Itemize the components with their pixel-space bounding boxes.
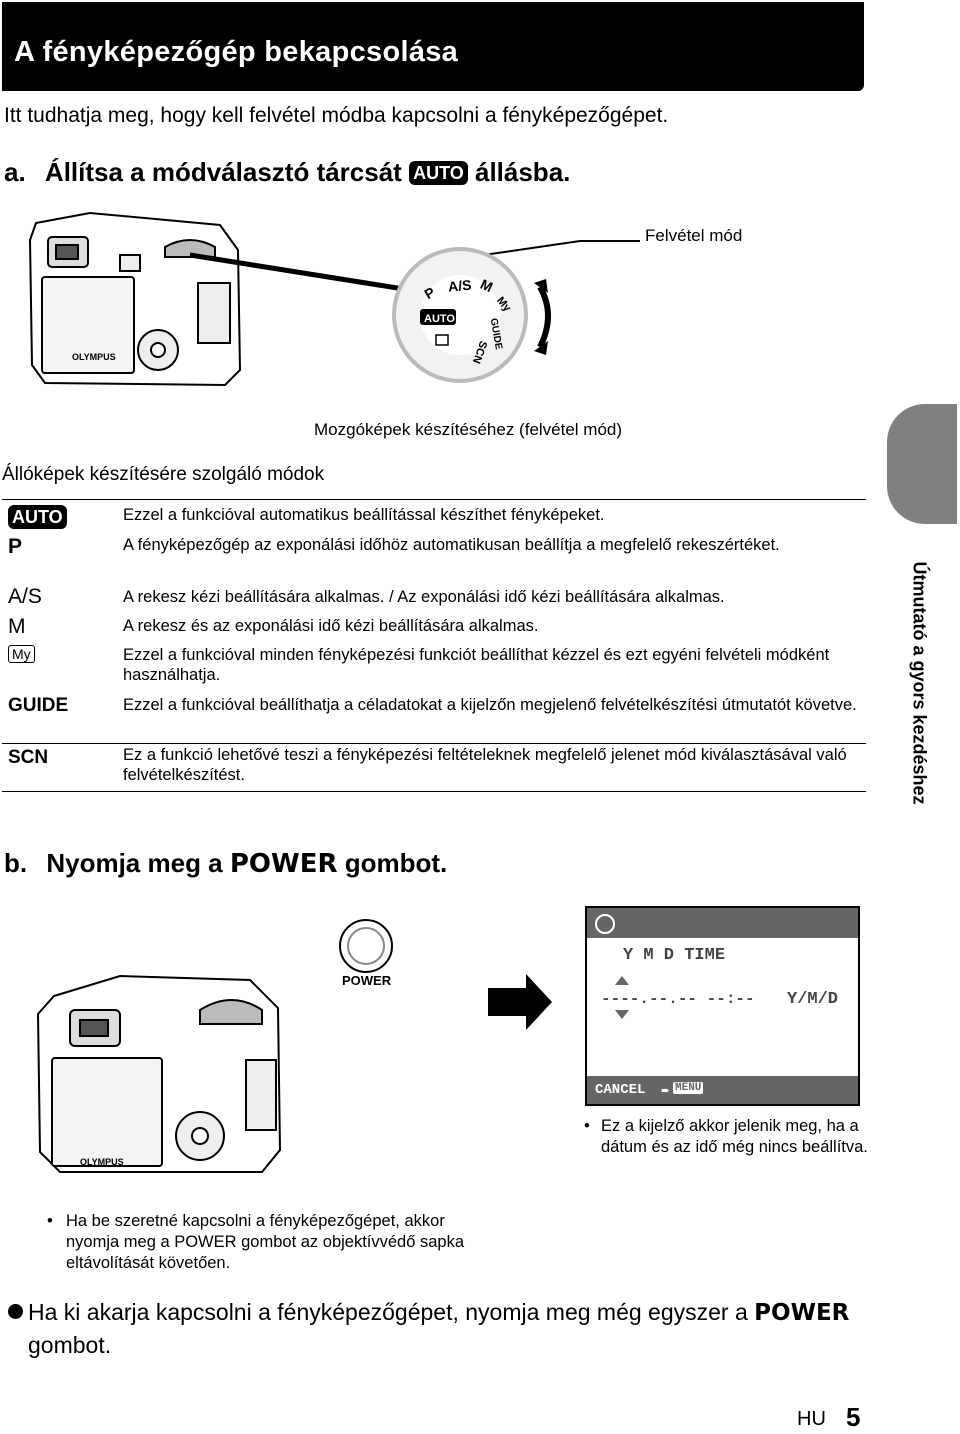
mode-desc-p: A fényképezőgép az exponálási időhöz aut…	[123, 536, 780, 554]
caption-shooting-mode: Felvétel mód	[645, 226, 743, 245]
footer-language: HU	[797, 1408, 826, 1430]
mode-desc-scn: Ez a funkció lehetővé teszi a fényképezé…	[123, 746, 847, 784]
table-rule-top	[2, 499, 866, 500]
mode-symbol-auto: AUTO	[8, 505, 67, 531]
lcd-menu-label: MENU	[673, 1082, 704, 1094]
mode-desc-auto: Ezzel a funkcióval automatikus beállítás…	[123, 506, 605, 524]
dial-leader-line	[189, 252, 411, 293]
cap-note: • Ha be szeretné kapcsolni a fényképezőg…	[47, 1212, 465, 1272]
side-tab-label: Útmutató a gyors kezdéshez	[909, 561, 930, 805]
step-a-letter: a.	[4, 157, 26, 187]
rotate-arrow-icon	[537, 285, 551, 349]
power-illustration: POWER OLYMPUS	[36, 919, 552, 1173]
side-tab	[887, 404, 957, 524]
lcd-screen: Y M D TIME ----.--.-- --:-- Y/M/D CANCEL…	[585, 906, 860, 1106]
arrow-head-up-icon	[534, 279, 548, 293]
lcd-date-value: ----.--.-- --:--	[601, 990, 755, 1008]
movie-icon	[435, 334, 449, 346]
bullet-icon: •	[584, 1117, 590, 1135]
lcd-header-bar	[587, 908, 858, 938]
down-arrow-icon	[615, 1010, 629, 1019]
footer-page-number: 5	[846, 1402, 861, 1432]
dial-label-guide: GUIDE	[488, 317, 504, 350]
lcd-date-format: Y/M/D	[787, 990, 839, 1009]
table-rule-bottom	[2, 791, 866, 792]
mode-desc-m: A rekesz és az exponálási idő kézi beáll…	[123, 617, 539, 635]
bullet-dot-icon	[8, 1304, 23, 1319]
power-off-note: Ha ki akarja kapcsolni a fényképezőgépet…	[8, 1296, 868, 1361]
step-b-heading: b. Nyomja meg a POWER gombot.	[4, 848, 447, 879]
step-b-text-after: gombot.	[344, 848, 448, 878]
caption-movie-mode: Mozgóképek készítéséhez (felvétel mód)	[314, 420, 623, 439]
power-off-note-power-word: POWER	[754, 1300, 850, 1326]
shooting-mode-leader	[469, 240, 640, 258]
dial-label-as: A/S	[447, 277, 472, 295]
camera-back-illustration	[28, 211, 242, 387]
arrow-head-down-icon	[534, 341, 548, 355]
table-rule-mid	[2, 743, 866, 744]
auto-mode-badge: AUTO	[409, 161, 468, 185]
mode-desc-as: A rekesz kézi beállítására alkalmas. / A…	[123, 588, 725, 606]
caption-still-modes: Állóképek készítésére szolgáló módok	[2, 464, 325, 485]
mode-symbol-guide: GUIDE	[8, 695, 69, 716]
lcd-cancel-label: CANCEL	[595, 1082, 646, 1098]
camera-brand: OLYMPUS	[72, 352, 116, 362]
camera-back-illustration-2	[36, 974, 282, 1173]
step-a-text-before: Állítsa a módválasztó tárcsát	[44, 157, 402, 187]
mode-symbol-as: A/S	[8, 585, 42, 608]
lcd-note: • Ez a kijelző akkor jelenik meg, ha a d…	[584, 1117, 868, 1156]
bullet-icon: •	[47, 1212, 53, 1230]
step-a-heading: a. Állítsa a módválasztó tárcsát AUTO ál…	[4, 157, 570, 188]
title-bar	[2, 2, 864, 91]
mode-dial: P A/S M My GUIDE SCN AUTO	[392, 247, 528, 383]
camera-brand-2: OLYMPUS	[80, 1157, 124, 1167]
camera-dial-illustration: OLYMPUS P A/S M My GUIDE SCN AUTO	[28, 211, 640, 387]
mode-desc-my: Ezzel a funkcióval minden fényképezési f…	[123, 646, 830, 684]
dial-label-auto: AUTO	[424, 313, 455, 325]
intro-text: Itt tudhatja meg, hogy kell felvétel mód…	[4, 104, 669, 127]
lcd-footer-bar: CANCEL ➨ MENU	[587, 1076, 858, 1104]
up-arrow-icon	[615, 976, 629, 985]
mode-symbol-my: My	[8, 645, 35, 663]
mode-desc-guide: Ezzel a funkcióval beállíthatja a célada…	[123, 696, 857, 714]
arrow-right-icon	[488, 974, 552, 1030]
power-button-label: POWER	[342, 973, 392, 988]
step-b-power-word: POWER	[229, 849, 338, 879]
step-a-text-after: állásba.	[474, 157, 571, 187]
clock-icon	[595, 914, 615, 934]
step-b-letter: b.	[4, 848, 28, 878]
mode-symbol-m: M	[8, 615, 26, 638]
lcd-date-columns: Y M D TIME	[623, 946, 726, 965]
mode-symbol-scn: SCN	[8, 747, 49, 768]
arrow-icon: ➨	[661, 1085, 671, 1097]
mode-symbol-p: P	[8, 535, 23, 558]
step-b-text-before: Nyomja meg a	[46, 848, 223, 878]
page-title: A fényképezőgép bekapcsolása	[14, 36, 459, 68]
